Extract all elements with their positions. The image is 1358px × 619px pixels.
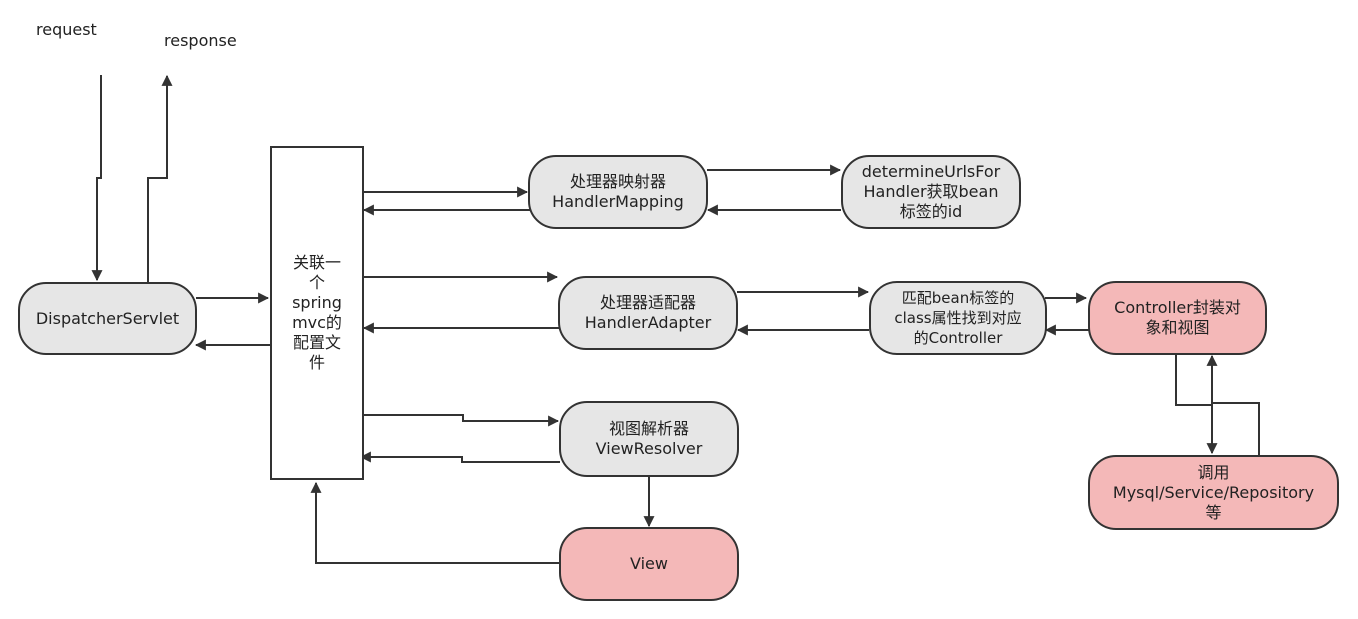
controller-node: Controller封装对 象和视图	[1088, 281, 1267, 355]
view-resolver-node: 视图解析器 ViewResolver	[559, 401, 739, 477]
resolver-to-config-arrow	[359, 451, 560, 463]
view-to-config-arrow	[310, 481, 560, 564]
handler-mapping-node: 处理器映射器 HandlerMapping	[528, 155, 708, 229]
view-resolver-label: 视图解析器 ViewResolver	[595, 419, 703, 458]
view-label: View	[630, 554, 668, 573]
controller-to-repository-arrow	[1175, 355, 1218, 455]
handler-adapter-label: 处理器适配器 HandlerAdapter	[584, 293, 712, 332]
view-node: View	[559, 527, 739, 601]
config-file-node: 关联一 个 spring mvc的 配置文 件	[270, 146, 364, 480]
response-arrow	[147, 74, 173, 282]
determine-urls-label: determineUrlsFor Handler获取bean 标签的id	[861, 162, 1001, 221]
controller-label: Controller封装对 象和视图	[1114, 298, 1241, 337]
dispatcher-servlet-node: DispatcherServlet	[18, 282, 197, 355]
config-to-resolver-arrow	[363, 414, 560, 427]
dispatcher-servlet-label: DispatcherServlet	[35, 308, 180, 328]
request-arrow	[91, 75, 103, 282]
repository-node: 调用 Mysql/Service/Repository 等	[1088, 455, 1339, 530]
repository-label: 调用 Mysql/Service/Repository 等	[1112, 462, 1315, 522]
repository-to-controller-arrow	[1206, 354, 1260, 457]
match-controller-node: 匹配bean标签的 class属性找到对应 的Controller	[869, 281, 1047, 355]
handler-adapter-node: 处理器适配器 HandlerAdapter	[558, 276, 738, 350]
response-label: response	[164, 31, 237, 50]
handler-mapping-label: 处理器映射器 HandlerMapping	[552, 172, 684, 211]
determine-urls-node: determineUrlsFor Handler获取bean 标签的id	[841, 155, 1021, 229]
config-file-label: 关联一 个 spring mvc的 配置文 件	[292, 253, 342, 372]
request-label: request	[36, 20, 97, 39]
match-controller-label: 匹配bean标签的 class属性找到对应 的Controller	[894, 289, 1022, 347]
